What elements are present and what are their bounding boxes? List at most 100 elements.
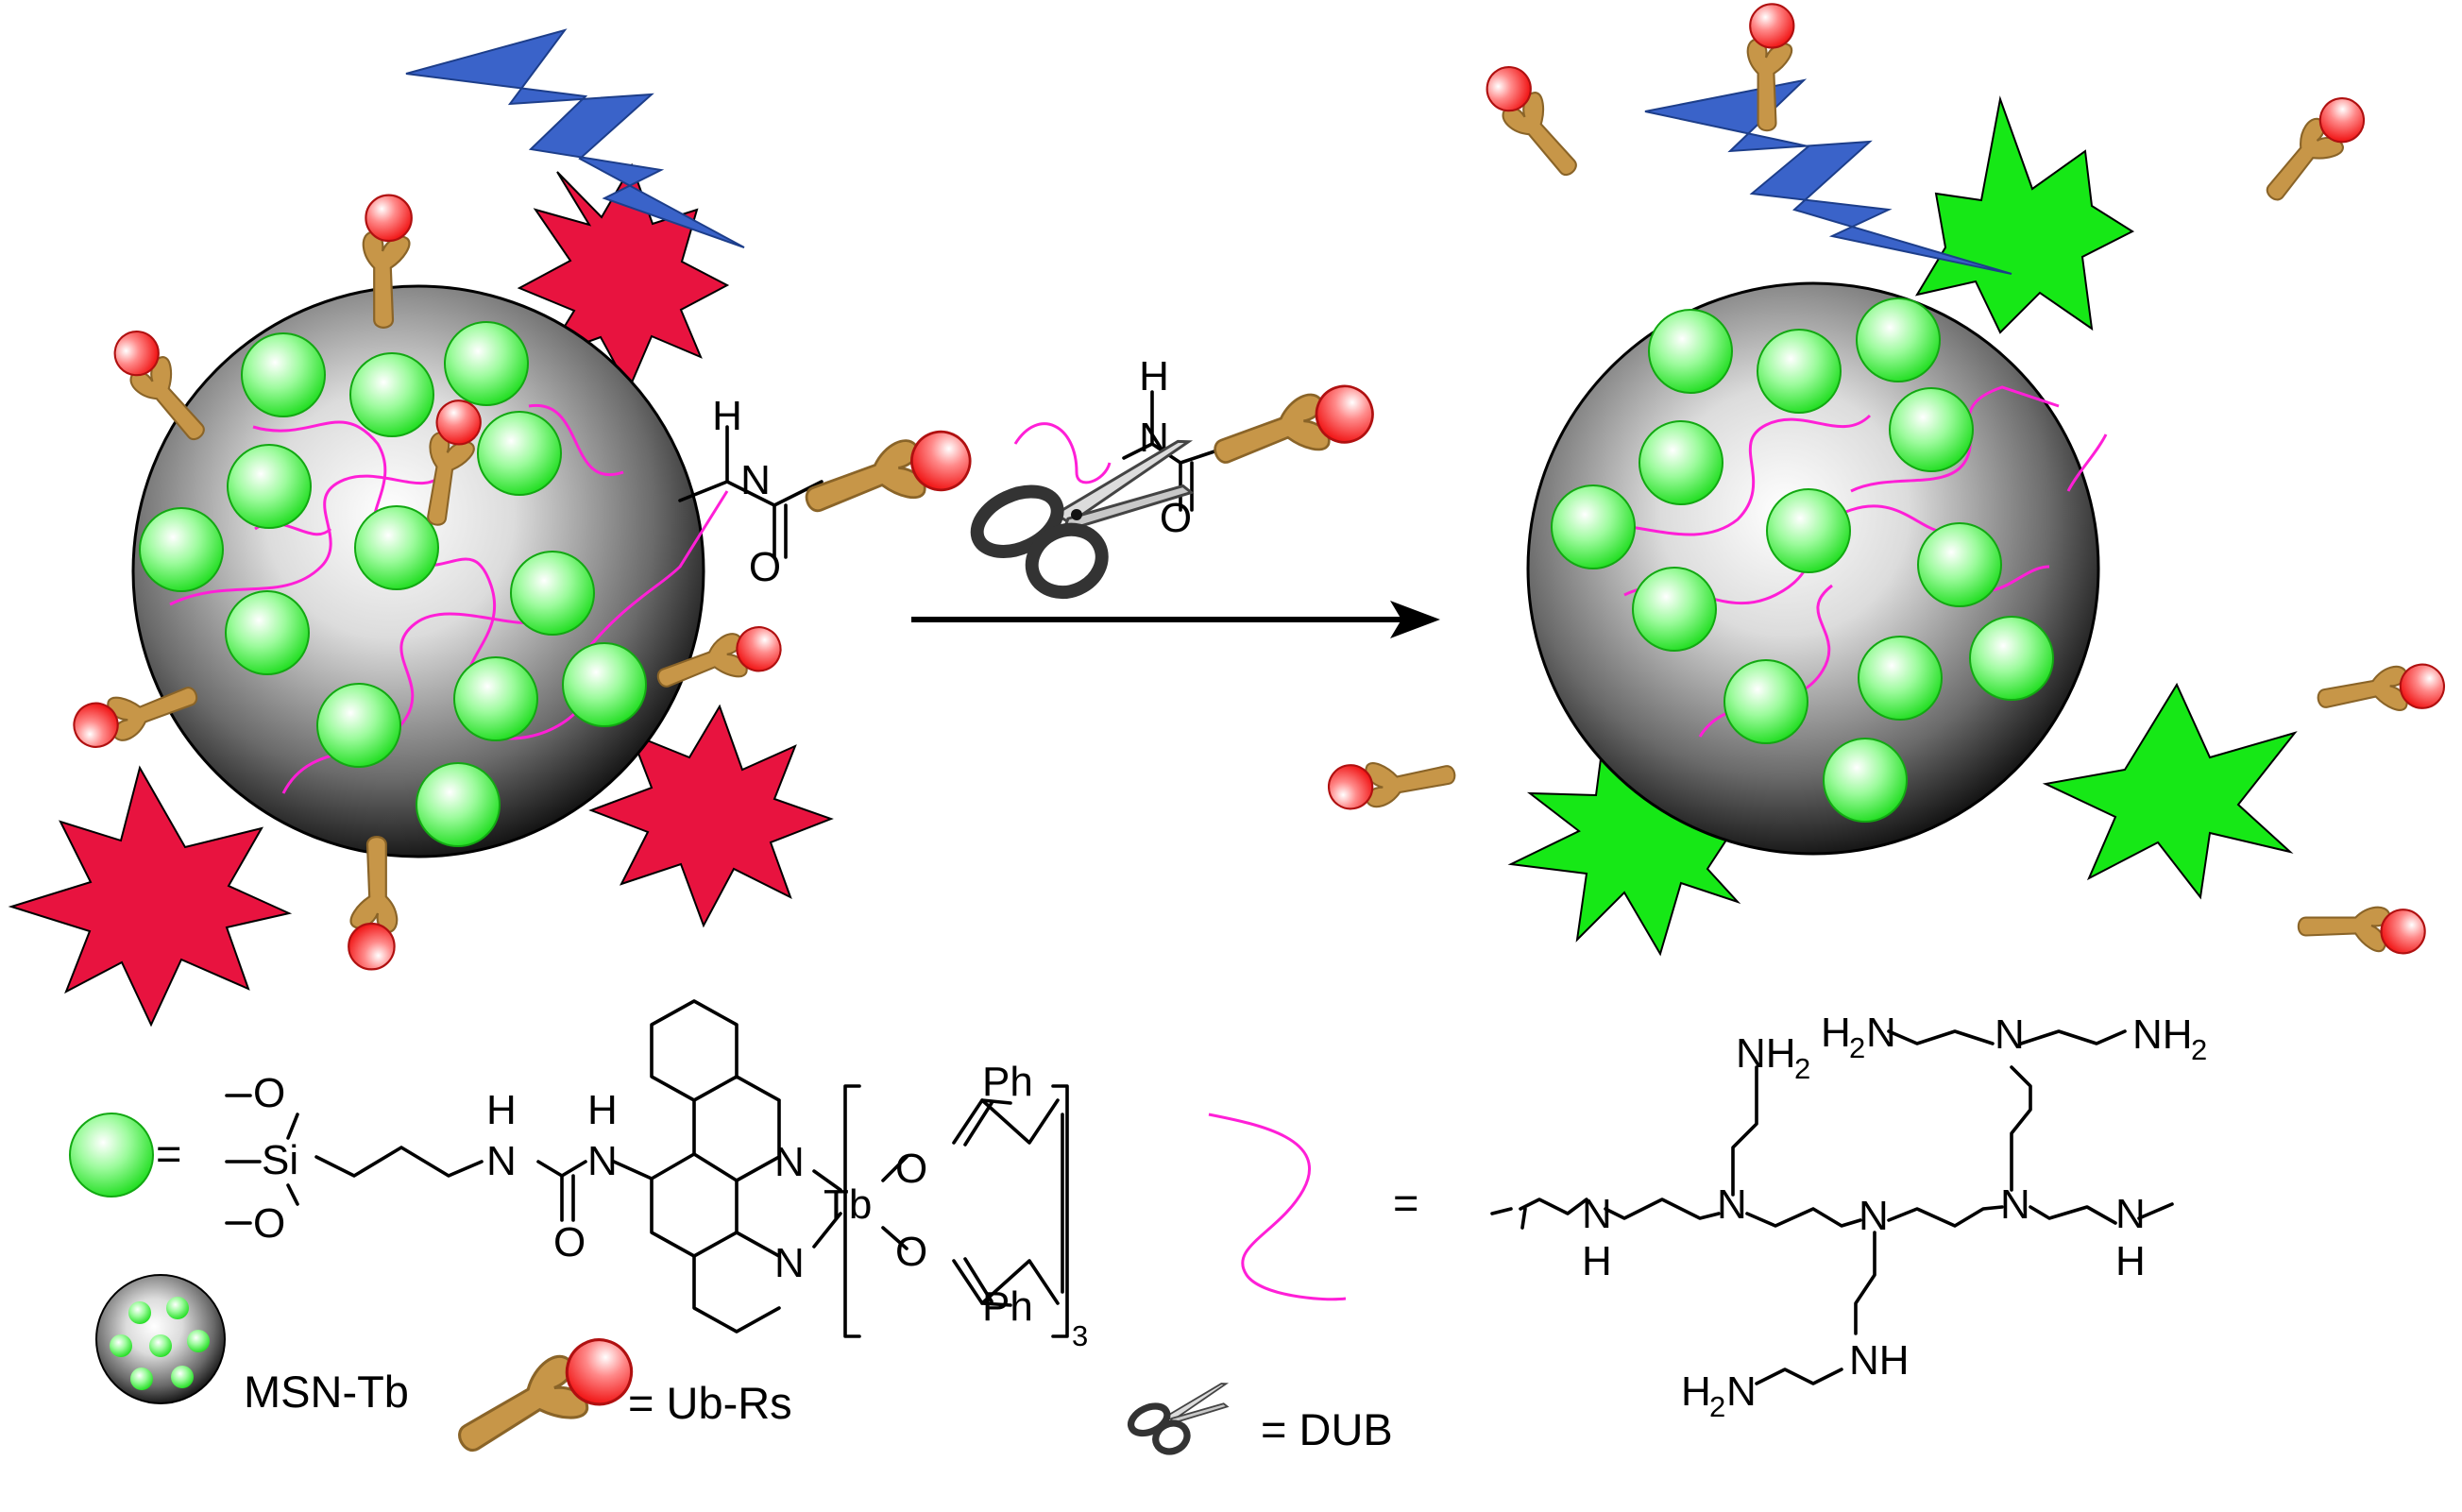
ub-rs-icon (1475, 57, 1594, 186)
amide-o: O (749, 544, 781, 590)
pei-n-top-branch: N (1995, 1011, 2025, 1058)
lightning-icon (1644, 78, 2012, 275)
msn-tb-legend-icon (95, 1274, 226, 1404)
pei-h2n-bottom-sub: 2 (1709, 1390, 1725, 1423)
green-sphere-icon (1632, 567, 1717, 652)
tb-urea-h2: H (587, 1087, 618, 1133)
green-sphere-icon (227, 444, 312, 529)
cleaved-amide-o: O (1160, 495, 1192, 541)
pei-nh-left-h: H (1582, 1238, 1612, 1284)
green-sphere-icon (1823, 738, 1908, 823)
tb-ph-top: Ph (982, 1059, 1033, 1105)
pei-nh-right-h: H (2115, 1238, 2146, 1284)
green-sphere-icon (354, 505, 439, 590)
ub-rs-icon (797, 418, 980, 537)
legend-sphere-equals: = (156, 1129, 181, 1179)
green-sphere-icon (1723, 659, 1808, 744)
green-sphere-icon (1856, 297, 1941, 382)
lightning-icon (405, 28, 745, 248)
green-sphere-icon (1551, 484, 1636, 569)
legend: = O Si O H N H N O N (69, 999, 2207, 1479)
pei-n-backbone-3: N (2000, 1181, 2030, 1228)
legend-ub-rs-label: = Ub-Rs (628, 1378, 792, 1428)
green-sphere-icon (1648, 309, 1733, 394)
tb-o-bottom: O (253, 1200, 285, 1247)
pei-nh2-top-right: NH (2132, 1011, 2193, 1058)
cleaved-polymer-strand (1013, 422, 1112, 484)
tb-dbm-o-top: O (895, 1146, 927, 1192)
green-sphere-icon (1639, 420, 1723, 505)
pei-nh2-left-branch: NH (1736, 1030, 1796, 1077)
ub-rs-icon (1324, 746, 1459, 816)
green-sphere-icon (416, 762, 501, 847)
legend-polymer-equals: = (1393, 1178, 1418, 1228)
tb-metal: Tb (823, 1181, 872, 1228)
tb-phen-n-bottom: N (774, 1240, 805, 1286)
ub-rs-icon (2314, 657, 2449, 727)
green-sphere-icon (225, 590, 310, 675)
tb-o-top: O (253, 1070, 285, 1116)
legend-msn-tb-label: MSN-Tb (244, 1367, 409, 1417)
green-sphere-icon (1858, 636, 1943, 721)
pei-nh-right-n: N (2115, 1191, 2146, 1237)
left-nanoparticle-scene: H N O (8, 28, 980, 1028)
tb-phen-n-top: N (774, 1139, 805, 1185)
ub-rs-icon (2297, 906, 2426, 955)
green-sphere-icon (1917, 522, 2002, 607)
green-burst-icon (2042, 682, 2298, 900)
ub-rs-icon (2255, 87, 2374, 215)
tb-si: Si (262, 1137, 298, 1183)
green-sphere-icon (1757, 329, 1842, 414)
green-sphere-icon (510, 551, 595, 636)
green-sphere-icon (453, 656, 538, 741)
pei-nh2-left-branch-sub: 2 (1794, 1052, 1810, 1085)
green-sphere-icon (562, 642, 647, 727)
pei-n-backbone-1: N (1717, 1181, 1747, 1228)
legend-polymer-strand (1208, 1113, 1347, 1301)
tb-complex-structure: O Si O H N H N O N N Tb O O Ph Ph 3 (225, 999, 1088, 1352)
pei-h2n-top-sub: 2 (1849, 1031, 1865, 1064)
isopeptide-linkage: H N O (678, 393, 823, 590)
pei-nh2-top-right-sub: 2 (2191, 1033, 2207, 1066)
cleaved-amide-h: H (1139, 353, 1169, 399)
tb-urea-n1: N (486, 1138, 517, 1184)
cleavage-step: H N O (911, 353, 1440, 638)
scissors-icon (970, 439, 1195, 600)
ub-rs-icon (446, 1323, 645, 1479)
tb-multiplier: 3 (1072, 1319, 1088, 1352)
pei-nh-left-n: N (1582, 1191, 1612, 1237)
red-burst-icon (588, 704, 834, 928)
amide-n: N (740, 457, 771, 503)
ub-rs-icon (1206, 374, 1383, 488)
green-sphere-icon (316, 683, 401, 768)
right-nanoparticle-scene (1324, 3, 2449, 957)
pei-h2n-bottom-h: H (1681, 1368, 1711, 1415)
green-sphere-icon (349, 352, 434, 437)
pei-n-backbone-2: N (1859, 1193, 1889, 1239)
green-burst-icon (1914, 95, 2135, 334)
reaction-arrow-head (1390, 601, 1440, 638)
scissors-icon (1128, 1383, 1230, 1455)
green-sphere-icon (1889, 387, 1974, 472)
legend-dub-label: = DUB (1261, 1404, 1393, 1454)
green-sphere-icon (139, 507, 224, 592)
green-sphere-icon (241, 332, 326, 417)
green-sphere-icon (1969, 616, 2054, 701)
ub-rs-icon (348, 836, 399, 971)
green-sphere-icon (477, 411, 562, 496)
tb-urea-o: O (553, 1219, 586, 1266)
pei-h2n-top-h: H (1821, 1010, 1851, 1056)
green-sphere-icon (69, 1113, 154, 1198)
pei-nh-bottom: NH (1849, 1337, 1910, 1384)
tb-ph-bottom: Ph (982, 1283, 1033, 1330)
pei-h2n-top-n: N (1866, 1010, 1896, 1056)
red-burst-icon (8, 765, 293, 1028)
tb-urea-h1: H (486, 1087, 517, 1133)
tb-dbm-o-bottom: O (895, 1229, 927, 1275)
pei-h2n-bottom-n: N (1726, 1368, 1757, 1415)
pei-structure: H 2 N N NH 2 NH 2 N N N N H N H NH H 2 N (1490, 1010, 2207, 1423)
green-sphere-icon (1766, 488, 1851, 573)
green-sphere-icon (444, 321, 529, 406)
tb-urea-n2: N (587, 1138, 618, 1184)
